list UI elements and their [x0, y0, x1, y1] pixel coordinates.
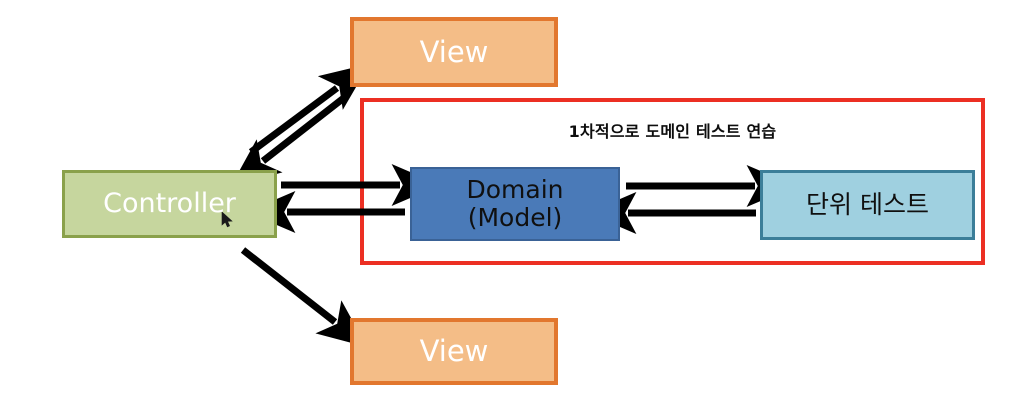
node-view-top[interactable]: View [350, 17, 558, 87]
arrow-controller-to-view-top [248, 63, 370, 155]
group-title-label: 1차적으로 도메인 테스트 연습 [568, 122, 777, 141]
arrow-view-top-to-controller [230, 94, 348, 186]
node-domain-label-line1: Domain [466, 175, 564, 204]
node-view-bottom[interactable]: View [350, 318, 558, 385]
arrow-controller-to-view-bottom [240, 247, 367, 348]
node-controller[interactable]: Controller [62, 170, 277, 238]
node-domain-model[interactable]: Domain (Model) [410, 167, 620, 241]
node-controller-label: Controller [103, 187, 236, 219]
node-domain-label-line2: (Model) [467, 203, 563, 232]
mouse-pointer-icon [221, 212, 233, 228]
node-unit-test-label: 단위 테스트 [806, 190, 929, 219]
node-unit-test[interactable]: 단위 테스트 [760, 170, 975, 240]
node-view-top-label: View [419, 34, 489, 69]
node-view-bottom-label: View [419, 334, 489, 369]
